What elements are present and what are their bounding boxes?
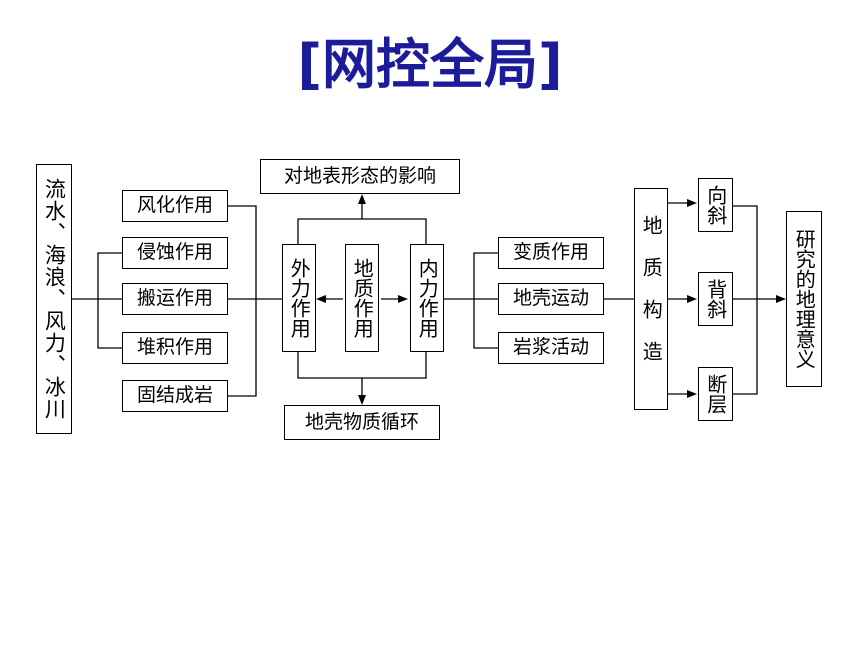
exogenic-box: 外力作用	[282, 244, 316, 352]
step-transport: 搬运作用	[122, 283, 228, 315]
endogenic-label: 内力作用	[415, 258, 440, 338]
agents-box: 流水、海浪、风力、冰川	[36, 164, 72, 434]
page-title: [网控全局]	[297, 33, 563, 96]
step-deposition: 堆积作用	[122, 332, 228, 364]
exogenic-label: 外力作用	[287, 258, 312, 338]
type-magmatic-activity: 岩浆活动	[498, 332, 604, 364]
top-effect-box: 对地表形态的影响	[260, 159, 460, 194]
step-lithification: 固结成岩	[122, 380, 228, 412]
structure-box: 地质构造	[634, 188, 668, 410]
syncline-label: 向斜	[703, 185, 728, 225]
step-weathering: 风化作用	[122, 190, 228, 222]
fault-box: 断层	[698, 367, 733, 421]
agents-label: 流水、海浪、风力、冰川	[42, 178, 67, 420]
endogenic-box: 内力作用	[410, 244, 444, 352]
bottom-effect-box: 地壳物质循环	[284, 405, 440, 440]
anticline-label: 背斜	[703, 279, 728, 319]
syncline-box: 向斜	[698, 178, 733, 232]
anticline-box: 背斜	[698, 272, 733, 326]
geologic-box: 地质作用	[345, 244, 379, 352]
structure-label: 地质构造	[639, 215, 664, 383]
significance-label: 研究的地理意义	[792, 229, 817, 369]
step-erosion: 侵蚀作用	[122, 237, 228, 269]
geologic-label: 地质作用	[350, 258, 375, 338]
fault-label: 断层	[703, 374, 728, 414]
type-metamorphism: 变质作用	[498, 237, 604, 269]
significance-box: 研究的地理意义	[786, 211, 822, 387]
type-crustal-movement: 地壳运动	[498, 283, 604, 315]
